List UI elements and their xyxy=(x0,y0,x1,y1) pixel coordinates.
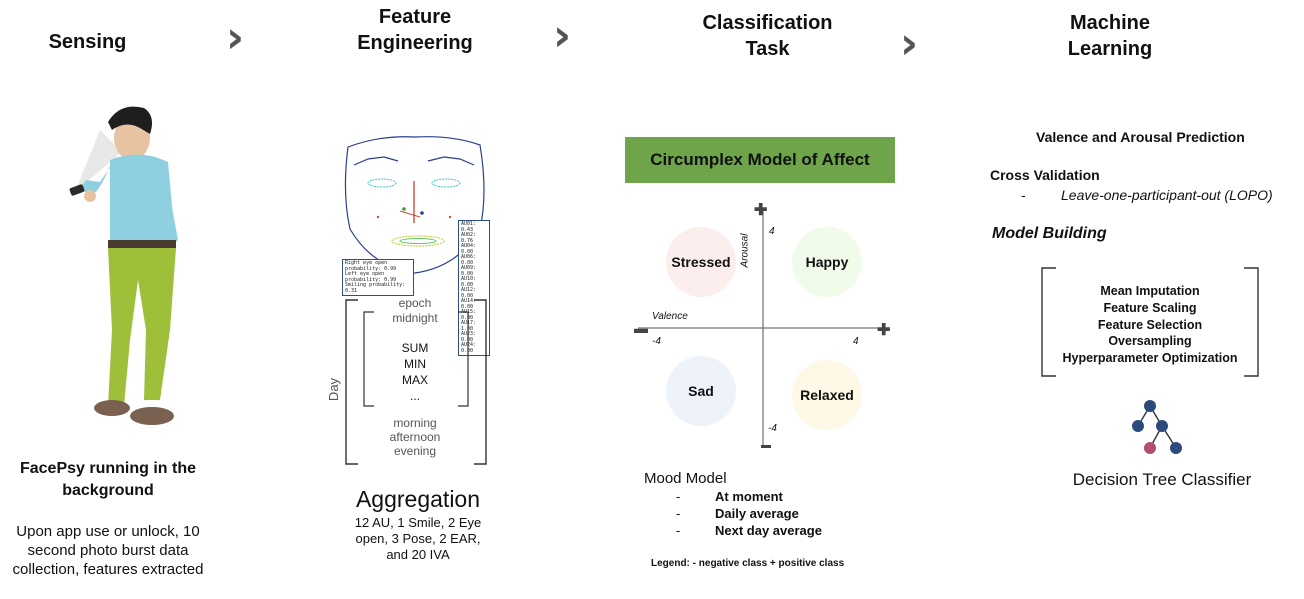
quadrant-stressed: Stressed xyxy=(666,227,736,297)
chevron-right-icon: › xyxy=(900,18,919,69)
stage-title-sensing: Sensing xyxy=(48,31,127,53)
circumplex-axes xyxy=(638,208,884,446)
label-midnight: midnight xyxy=(392,311,438,325)
plus-icon: ✚ xyxy=(754,202,768,219)
minus-icon: ▬ xyxy=(634,320,648,336)
tick-top: 4 xyxy=(769,226,775,237)
time-of-day-list: morning afternoon evening xyxy=(389,416,441,458)
circumplex-banner: Circumplex Model of Affect xyxy=(625,137,895,183)
day-bracket xyxy=(345,299,487,465)
quadrant-happy: Happy xyxy=(792,227,862,297)
stage-title-feature-engineering: Feature Engineering xyxy=(357,6,473,54)
plus-icon: ✚ xyxy=(877,322,891,339)
aggregation-functions: SUM MIN MAX ... xyxy=(401,341,429,403)
decision-tree-icon xyxy=(1132,400,1182,454)
model-building-steps: Mean Imputation Feature Scaling Feature … xyxy=(1062,284,1238,366)
aggregation-description: 12 AU, 1 Smile, 2 Eye open, 3 Pose, 2 EA… xyxy=(354,515,482,562)
cv-item: -Leave-one-participant-out (LOPO) xyxy=(1021,187,1273,203)
model-building-bracket xyxy=(1041,267,1259,377)
sensing-caption-body: Upon app use or unlock, 10 second photo … xyxy=(12,523,204,578)
valence-label: Valence xyxy=(652,311,688,322)
arousal-label: Arousal xyxy=(739,233,751,268)
classifier-label: Decision Tree Classifier xyxy=(1072,470,1252,489)
tick-left: -4 xyxy=(652,336,661,347)
label-day: Day xyxy=(326,377,342,402)
chevron-right-icon: › xyxy=(226,12,245,63)
vap-title: Valence and Arousal Prediction xyxy=(1036,129,1245,145)
quadrant-sad: Sad xyxy=(666,356,736,426)
minus-icon: ▬ xyxy=(761,440,771,451)
mood-model-title: Mood Model xyxy=(644,470,727,487)
tick-bottom: -4 xyxy=(768,423,777,434)
mood-model-list: -At moment -Daily average -Next day aver… xyxy=(676,489,822,538)
person-with-phone-illustration xyxy=(69,106,178,425)
cv-title: Cross Validation xyxy=(990,167,1100,183)
label-epoch: epoch xyxy=(398,296,432,310)
legend-text: Legend: - negative class + positive clas… xyxy=(651,558,845,569)
model-building-title: Model Building xyxy=(992,225,1107,242)
sensing-caption-title: FacePsy running in the background xyxy=(19,460,197,499)
quadrant-relaxed: Relaxed xyxy=(792,360,862,430)
aggregation-title: Aggregation xyxy=(355,486,481,512)
tick-right: 4 xyxy=(853,336,859,347)
chevron-right-icon: › xyxy=(553,10,572,61)
stage-title-classification: Classification Task xyxy=(702,12,833,60)
stage-title-machine-learning: Machine Learning xyxy=(1067,12,1153,60)
